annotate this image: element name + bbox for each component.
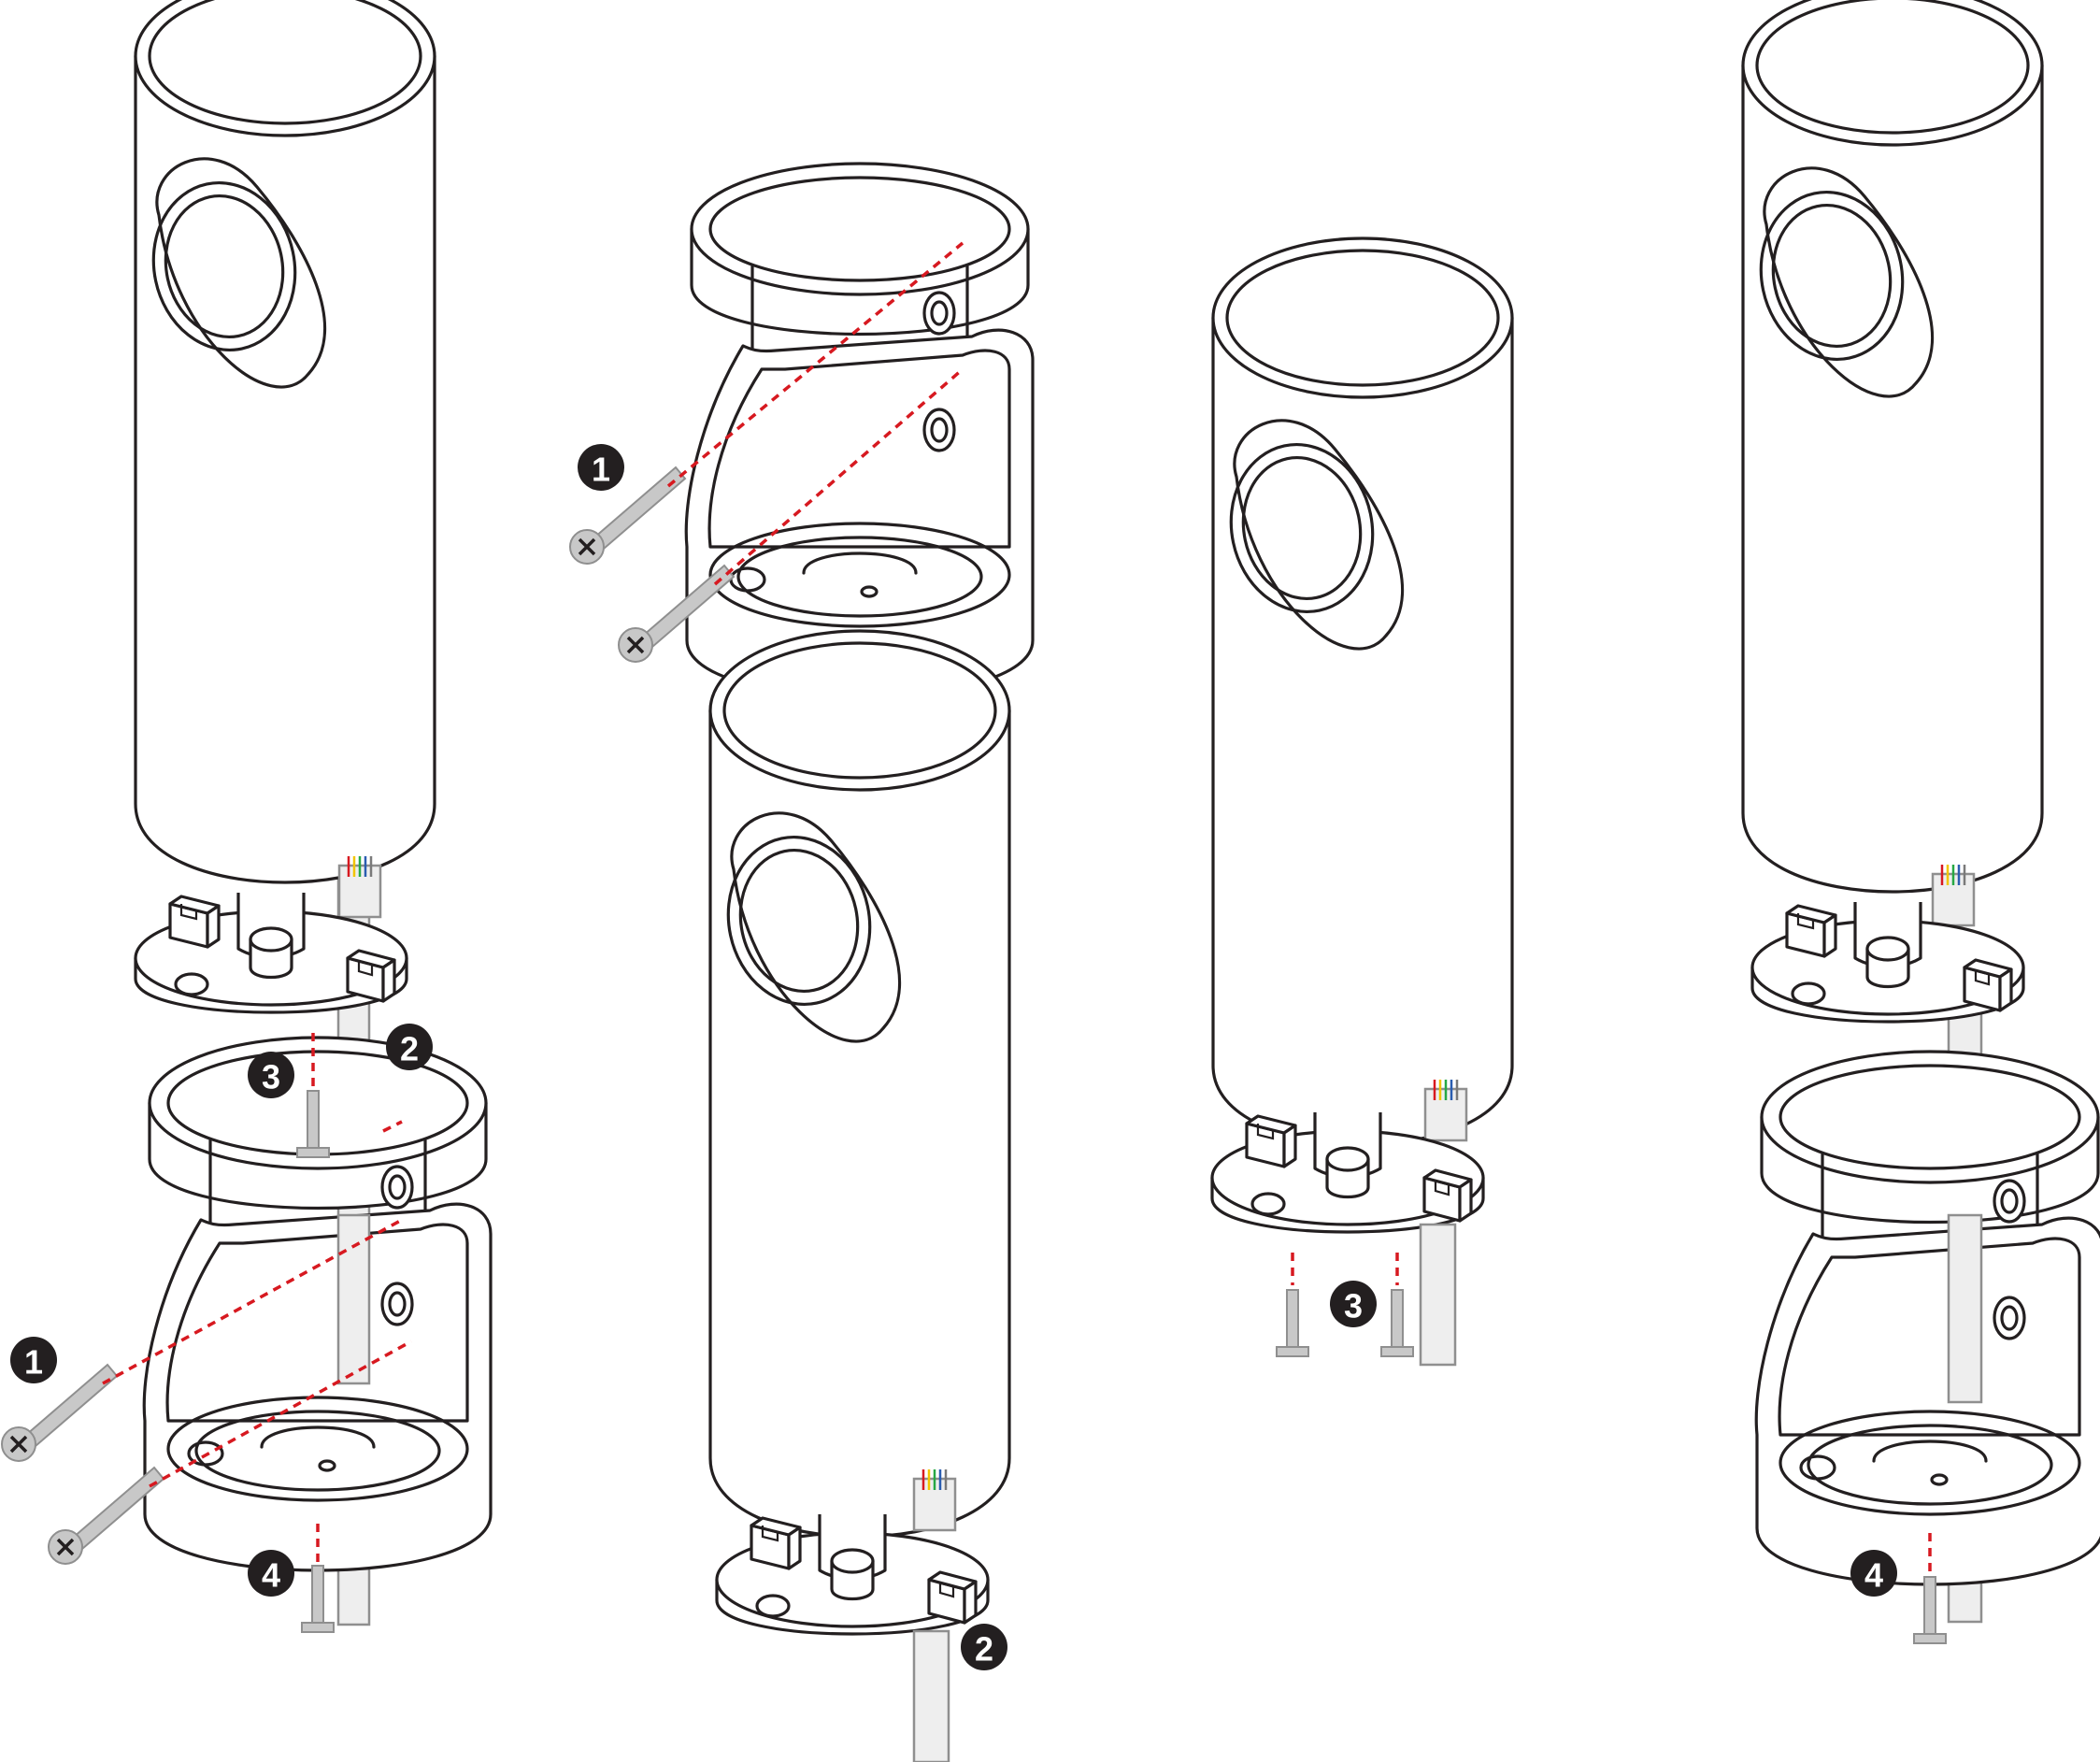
svg-text:4: 4 bbox=[262, 1556, 280, 1595]
step-badge-2: 2 bbox=[961, 1624, 1007, 1670]
figure-1: 1 2 3 4 bbox=[0, 0, 493, 1633]
svg-text:4: 4 bbox=[1864, 1556, 1883, 1595]
svg-text:1: 1 bbox=[24, 1343, 43, 1382]
step-badge-3: 3 bbox=[248, 1052, 294, 1098]
svg-text:3: 3 bbox=[262, 1058, 280, 1096]
step-badge-4: 4 bbox=[248, 1550, 294, 1597]
step-badge-4: 4 bbox=[1850, 1550, 1897, 1597]
figure-4: 4 bbox=[1741, 0, 2100, 1644]
svg-text:1: 1 bbox=[592, 451, 610, 489]
step-badge-1: 1 bbox=[578, 444, 624, 491]
step-badge-2: 2 bbox=[386, 1024, 433, 1070]
svg-text:2: 2 bbox=[975, 1630, 993, 1669]
step-badge-1: 1 bbox=[10, 1337, 57, 1383]
figure-3: 3 bbox=[1210, 236, 1514, 1367]
svg-text:3: 3 bbox=[1344, 1287, 1363, 1325]
step-badge-3: 3 bbox=[1330, 1281, 1377, 1327]
svg-text:2: 2 bbox=[400, 1030, 419, 1068]
figure-2: 1 2 bbox=[568, 162, 1035, 1762]
